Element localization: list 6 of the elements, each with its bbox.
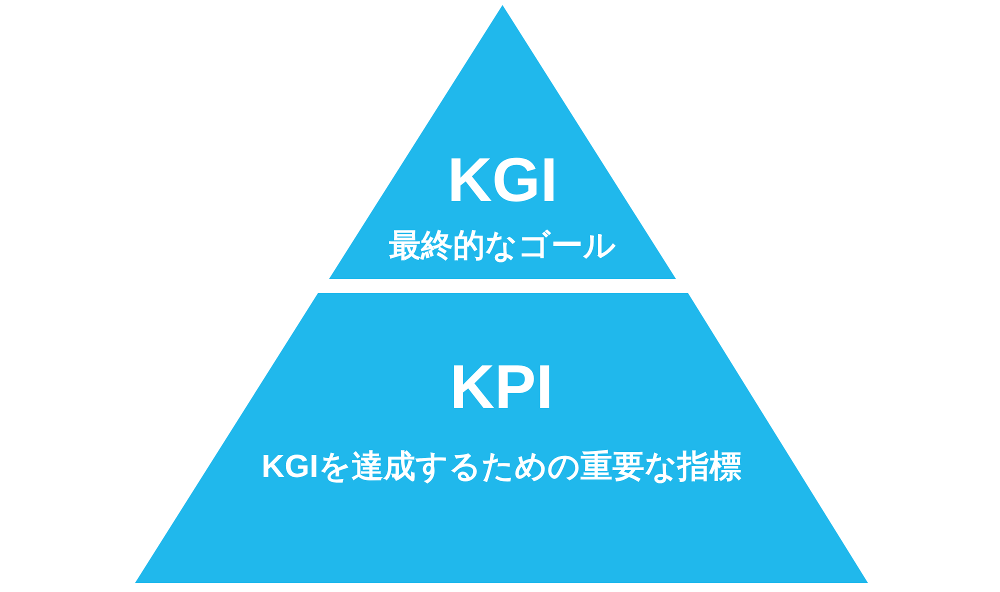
tier-title: KPI — [450, 352, 554, 424]
tier-description: 最終的なゴール — [389, 227, 616, 264]
tier-description: KGIを達成するための重要な指標 — [262, 448, 742, 485]
pyramid-tier — [329, 5, 676, 279]
tier-title: KGI — [447, 145, 558, 216]
pyramid-tier — [135, 293, 868, 583]
